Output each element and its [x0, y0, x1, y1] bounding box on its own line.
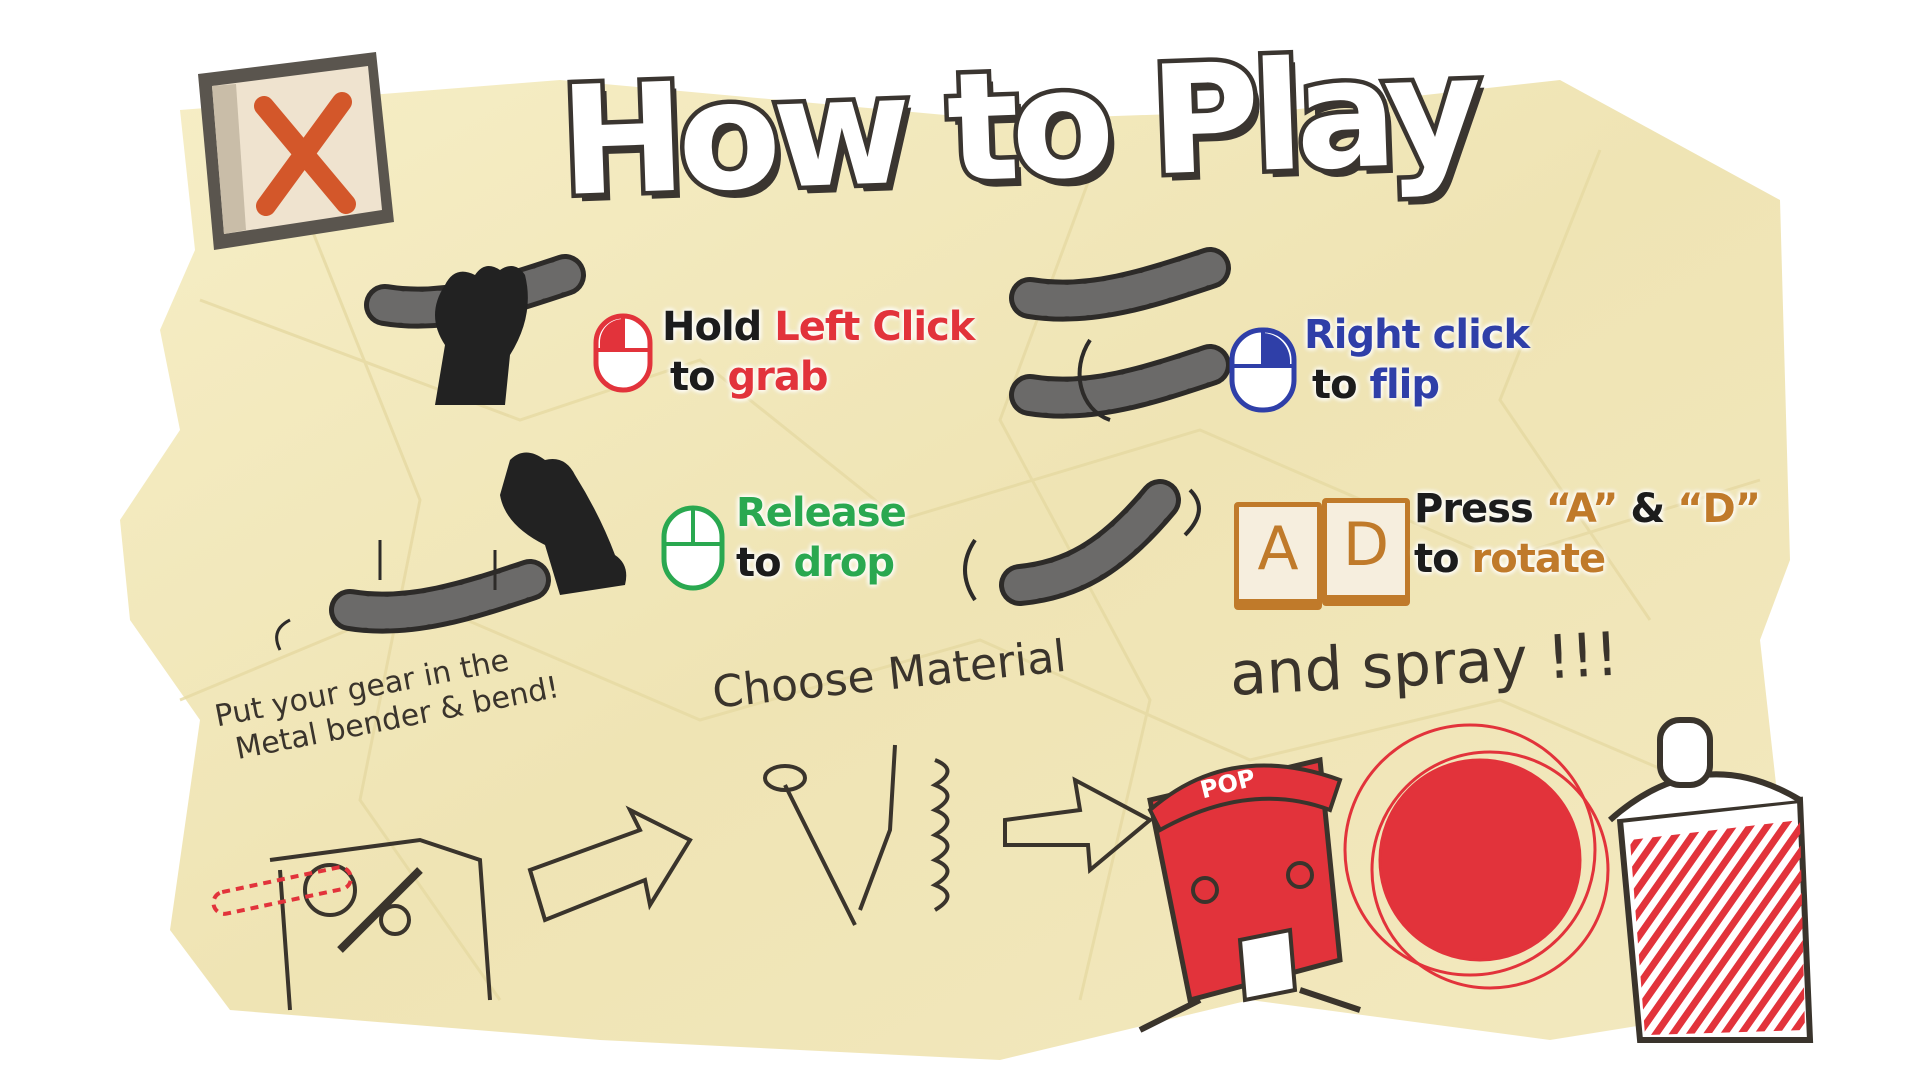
ampersand-label: & — [1630, 486, 1665, 532]
grab-line1-prefix: Hold — [662, 304, 762, 350]
grab-instruction: Hold Left Click to grab — [662, 302, 975, 402]
quote-a-label: “A” — [1545, 486, 1619, 532]
drop-label: drop — [793, 540, 895, 586]
metal-bender-icon — [211, 837, 492, 1011]
left-click-label: Left Click — [774, 304, 975, 350]
grab-label: grab — [727, 354, 829, 400]
right-click-label: Right click — [1304, 312, 1530, 358]
mouse-release-icon — [661, 505, 725, 591]
grab-line2-prefix: to — [670, 354, 716, 400]
close-button[interactable] — [186, 44, 404, 256]
spray-cloud-icon — [1343, 723, 1610, 990]
rotate-line2-prefix: to — [1414, 536, 1460, 582]
x-icon — [198, 52, 394, 250]
rotate-instruction: Press “A” & “D” to rotate — [1414, 484, 1761, 584]
glove-release-icon — [500, 452, 627, 595]
release-label: Release — [736, 490, 907, 536]
spray-can-icon — [1608, 717, 1814, 1043]
drop-line2-prefix: to — [736, 540, 782, 586]
mouse-right-click-icon — [1229, 327, 1297, 413]
flip-line2-prefix: to — [1312, 362, 1358, 408]
rotate-arrows-icon — [963, 488, 1201, 602]
mouse-left-click-icon — [593, 313, 653, 393]
robot-character-icon — [1138, 756, 1361, 1033]
arrow-right-icon — [1003, 776, 1154, 875]
materials-icons — [763, 744, 950, 926]
flip-arrow-icon — [1077, 338, 1111, 422]
press-label: Press — [1414, 486, 1534, 532]
pipe-icon — [350, 580, 530, 613]
pipe-flipped-icon — [1030, 365, 1210, 398]
key-a: A — [1234, 502, 1322, 604]
arrow-right-icon — [527, 805, 693, 923]
flip-label: flip — [1369, 362, 1440, 408]
quote-d-label: “D” — [1677, 486, 1761, 532]
flip-instruction: Right click to flip — [1304, 310, 1530, 410]
pipe-icon — [1030, 268, 1210, 301]
glove-grab-icon — [435, 266, 528, 405]
pipe-rotate-icon — [1004, 484, 1176, 601]
rotate-label: rotate — [1471, 536, 1607, 582]
drop-instruction: Release to drop — [736, 488, 907, 588]
key-d: D — [1322, 498, 1410, 600]
